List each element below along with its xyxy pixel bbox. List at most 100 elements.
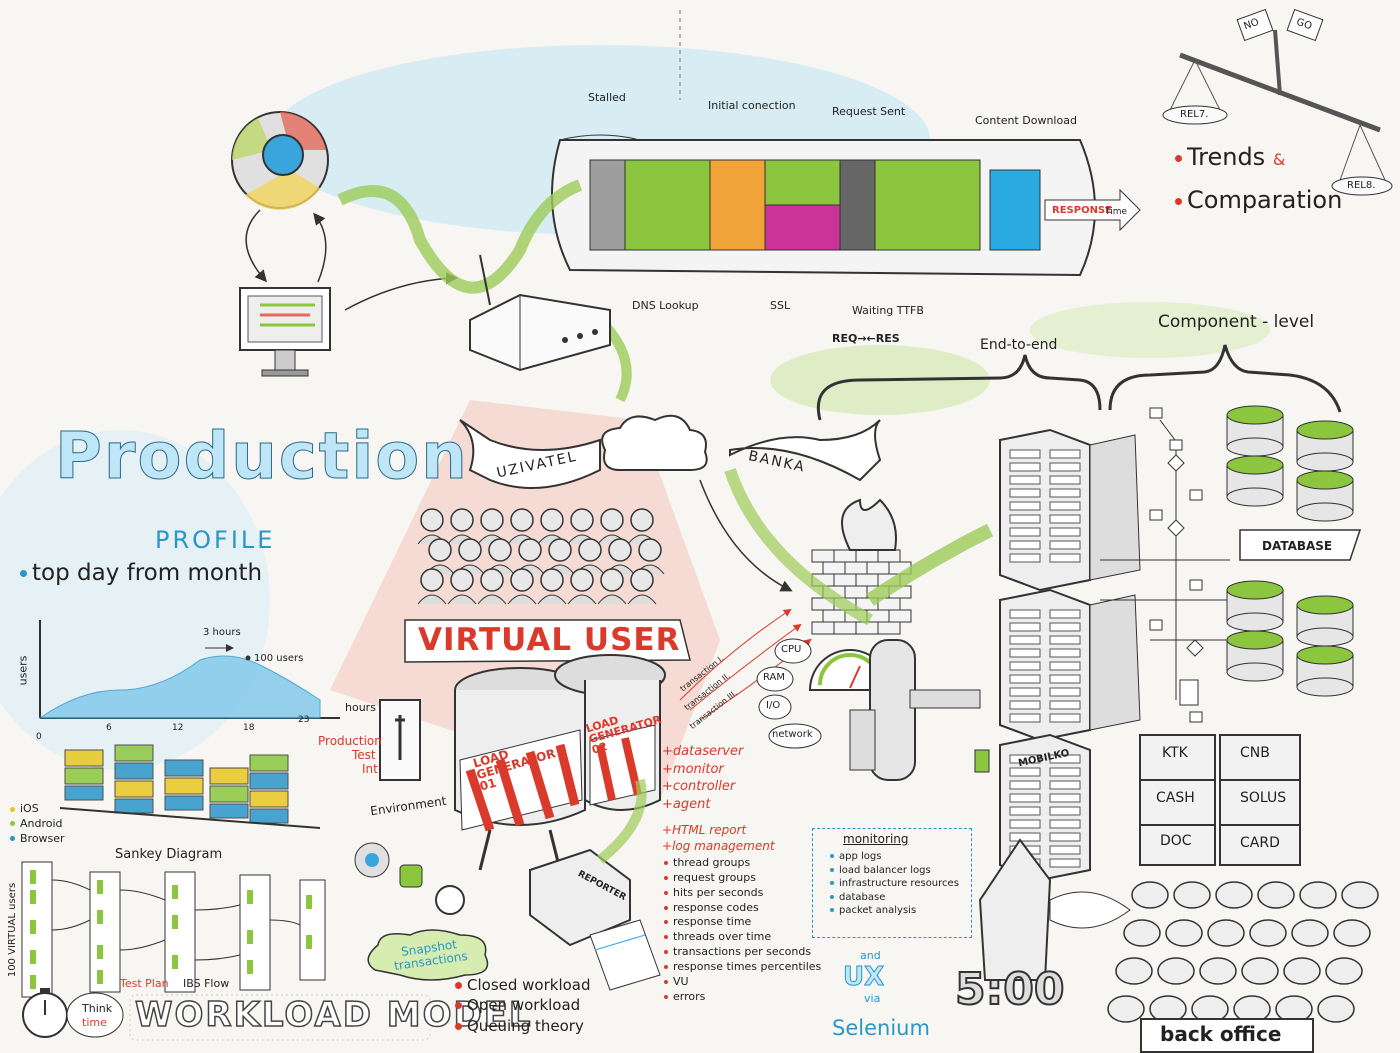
brick	[833, 549, 857, 563]
cloud-icon	[601, 414, 708, 471]
metric-item: response times percentiles	[664, 960, 821, 975]
metric-item: hits per seconds	[664, 886, 821, 901]
component-dataserver: +dataserver	[662, 744, 744, 759]
brick	[844, 585, 868, 599]
device-block	[114, 744, 154, 762]
sankey-node	[97, 910, 103, 924]
person-head	[578, 538, 602, 562]
monitoring-item: load balancer logs	[830, 864, 959, 878]
rack-slot	[1009, 674, 1041, 684]
rack-slot	[1049, 527, 1081, 537]
back-office-puzzle	[1139, 734, 1301, 866]
resource-ram: RAM	[763, 672, 786, 683]
monitor-icon	[239, 287, 331, 377]
sankey-node	[172, 885, 178, 899]
production-title: Production	[55, 420, 469, 494]
browser-icon	[231, 111, 329, 210]
resource-network: network	[772, 729, 813, 740]
worker-helmet	[1115, 957, 1153, 985]
segment-initial-connection	[709, 159, 766, 251]
device-block	[114, 780, 154, 798]
rack-slot	[1009, 687, 1041, 697]
person-body	[507, 594, 537, 605]
device-block	[209, 767, 249, 785]
person-head	[450, 508, 474, 532]
db-top	[1296, 595, 1354, 615]
ux-and: and	[860, 949, 881, 962]
device-browser: Browser	[10, 832, 65, 847]
label-rel8: REL8.	[1347, 180, 1376, 191]
ux-via: via	[864, 992, 881, 1005]
rack-slot	[1049, 819, 1081, 829]
label-waiting-ttfb: Waiting TTFB	[852, 304, 924, 317]
person-body	[537, 594, 567, 605]
rack-slot	[1049, 713, 1081, 723]
resource-cpu: CPU	[781, 644, 802, 655]
workload-title: WORKLOAD MODEL	[134, 995, 533, 1035]
production-bullet: top day from month	[20, 562, 262, 585]
worker-helmet	[1157, 957, 1195, 985]
hours-axis-label: hours	[345, 701, 376, 714]
rack-slot	[1009, 832, 1041, 842]
person-head	[510, 508, 534, 532]
browser-dot	[10, 836, 15, 842]
db-bottom	[1226, 437, 1284, 457]
person-head	[540, 568, 564, 592]
rack-slot	[1009, 527, 1041, 537]
label-content-download: Content Download	[975, 114, 1077, 127]
metric-item: threads over time	[664, 930, 821, 945]
device-block	[209, 803, 249, 819]
device-block	[114, 798, 154, 814]
metric-item: errors	[664, 990, 821, 1005]
ktk-label: KTK	[1162, 745, 1188, 761]
person-body	[597, 594, 627, 605]
label-response: RESPONSE	[1052, 205, 1112, 216]
peak-label: 100 users	[254, 653, 304, 664]
db-top	[1226, 580, 1284, 600]
stack-axis	[59, 807, 321, 829]
rocket-icon	[978, 838, 1131, 981]
worker-helmet	[1291, 919, 1329, 947]
db-top	[1226, 405, 1284, 425]
back-office-workers	[1107, 881, 1379, 1023]
worker-helmet	[1249, 919, 1287, 947]
rack-slot	[1049, 767, 1081, 777]
cash-label: CASH	[1156, 790, 1195, 806]
report-log: +log management	[662, 839, 775, 854]
db-top	[1226, 630, 1284, 650]
device-block	[164, 795, 204, 811]
metric-item: request groups	[664, 871, 821, 886]
label-component-level: Component - level	[1158, 312, 1315, 332]
component-monitor: +monitor	[662, 761, 724, 777]
label-stalled: Stalled	[588, 91, 626, 104]
worker-helmet	[1199, 957, 1237, 985]
label-dns-lookup: DNS Lookup	[632, 299, 699, 312]
segment-dns	[624, 159, 711, 251]
segment-stalled	[589, 159, 626, 251]
worker-helmet	[1317, 995, 1355, 1023]
component-flowchart	[1100, 407, 1230, 723]
rack-slot	[1009, 713, 1041, 723]
router-icon	[469, 254, 611, 372]
worker-helmet	[1107, 995, 1145, 1023]
rack-slot	[1009, 635, 1041, 645]
sankey-node	[306, 935, 312, 949]
load-generator-02	[554, 654, 666, 811]
person-body	[477, 594, 507, 605]
test-plan-label: Test Plan	[120, 977, 169, 990]
metric-item: response time	[664, 915, 821, 930]
load-generator-01	[454, 667, 586, 871]
production-chart	[38, 620, 340, 719]
rack-slot	[1009, 767, 1041, 777]
ibs-flow-label: IBS Flow	[183, 977, 230, 990]
comparation-text: Comparation	[1175, 188, 1342, 212]
worker-helmet	[1341, 881, 1379, 909]
device-android: Android	[10, 817, 65, 832]
person-head	[630, 568, 654, 592]
person-head	[518, 538, 542, 562]
rack-slot	[1049, 687, 1081, 697]
monitoring-title: monitoring	[843, 832, 909, 846]
segment-request-sent	[839, 159, 876, 251]
metric-item: VU	[664, 975, 821, 990]
timing-pipe	[551, 134, 1141, 277]
